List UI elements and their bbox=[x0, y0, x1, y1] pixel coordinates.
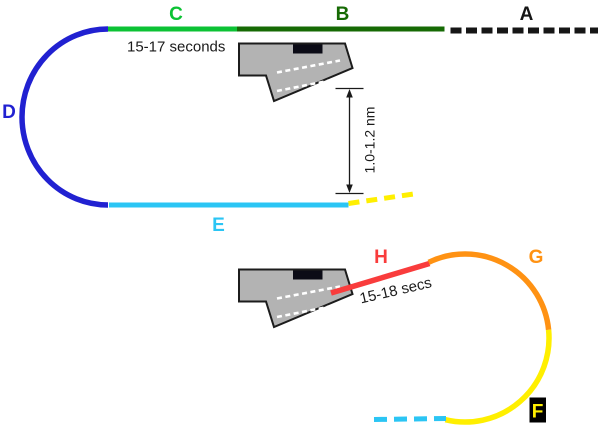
segment-h-label: H bbox=[374, 247, 388, 268]
segment-g-arc bbox=[427, 251, 552, 331]
cantilever-chip-mount bbox=[293, 270, 323, 280]
segment-h-line bbox=[330, 260, 431, 296]
cantilever-body bbox=[238, 42, 354, 103]
afm-cantilever-top bbox=[238, 42, 354, 103]
bottom-structure: 15-18 secs H G F bbox=[238, 247, 552, 425]
cantilever-body bbox=[238, 268, 354, 329]
segment-b-label: B bbox=[336, 4, 350, 25]
arrowhead-down-icon bbox=[346, 184, 353, 193]
segment-d-arc bbox=[19, 26, 109, 208]
segment-a-label: A bbox=[520, 4, 534, 25]
cantilever-chip-mount bbox=[293, 44, 323, 54]
segment-d-label: D bbox=[2, 102, 16, 123]
dimension-label: 1.0-1.2 nm bbox=[362, 107, 378, 174]
segment-e-label: E bbox=[212, 215, 225, 236]
dimension-arrow bbox=[335, 87, 364, 195]
cantilever-stripe-lower bbox=[276, 77, 341, 93]
segment-g-label: G bbox=[529, 247, 544, 268]
cantilever-stripe-upper bbox=[276, 285, 341, 300]
top-structure: C B A D E 15-17 seconds 1.0-1.2 nm bbox=[2, 4, 598, 236]
segment-c-label: C bbox=[169, 4, 183, 25]
segment-f-label-background bbox=[529, 397, 546, 423]
top-unzip-time-label: 15-17 seconds bbox=[127, 39, 225, 56]
segment-f-label: F bbox=[532, 402, 544, 423]
bottom-cyan-dashed-tail bbox=[373, 416, 447, 422]
segment-f-arc bbox=[444, 329, 552, 425]
cantilever-stripe-lower bbox=[276, 303, 341, 319]
cantilever-stripe-upper bbox=[276, 59, 341, 74]
afm-cantilever-bottom bbox=[238, 268, 354, 329]
arrowhead-up-icon bbox=[346, 89, 353, 98]
top-yellow-dashed-tail bbox=[348, 191, 418, 206]
